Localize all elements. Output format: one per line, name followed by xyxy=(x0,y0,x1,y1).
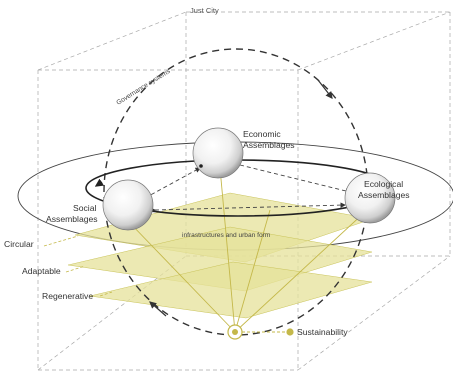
plane-label-regenerative: Regenerative xyxy=(42,291,93,301)
infrastructure-label: infrastructures and urban form xyxy=(182,232,271,239)
economic-label-1: Economic xyxy=(243,129,281,139)
plane-leaders xyxy=(43,235,113,297)
sphere-economic xyxy=(192,127,244,179)
sustainability-label: Sustainability xyxy=(297,327,348,337)
ecological-label-2: Assemblages xyxy=(358,190,410,200)
sphere-ecological xyxy=(344,172,396,224)
economic-label-2: Assemblages xyxy=(243,140,295,150)
governance-arrow-bottom xyxy=(149,301,167,317)
plane-label-adaptable: Adaptable xyxy=(22,266,61,276)
social-label-2: Assemblages xyxy=(46,214,98,224)
sustainability-lines xyxy=(128,167,367,333)
ecological-label-1: Ecological xyxy=(364,179,403,189)
sustainability-node xyxy=(227,324,294,340)
box-title: Just City xyxy=(190,6,219,15)
plane-label-circular: Circular xyxy=(4,239,34,249)
sphere-social xyxy=(102,179,154,231)
loop-arrow-left xyxy=(94,178,105,187)
governance-label: Governance systems xyxy=(115,68,172,107)
sphere-links xyxy=(139,161,351,213)
social-label-1: Social xyxy=(73,203,96,213)
governance-arrow-top xyxy=(317,79,333,99)
